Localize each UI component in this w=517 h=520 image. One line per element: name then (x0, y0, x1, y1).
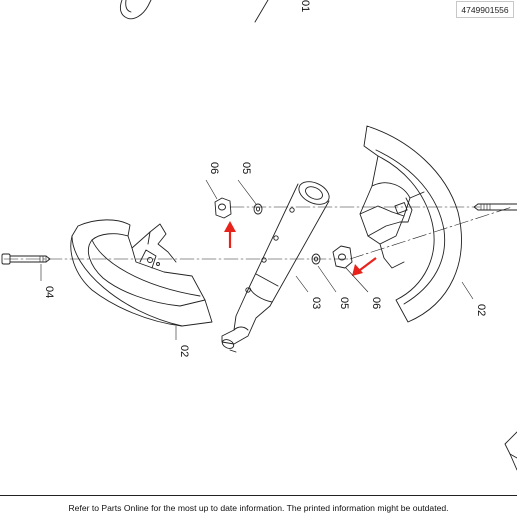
washer-bottom (311, 253, 321, 265)
washer-top (253, 203, 263, 215)
callout-01: 01 (299, 0, 311, 12)
indicator-arrows (224, 221, 377, 276)
arrow-up-left-icon (352, 257, 377, 276)
callout-04-left: 04 (43, 286, 55, 298)
nut-top (214, 197, 232, 219)
half-housing-left (70, 219, 213, 327)
arrow-up-icon (224, 221, 236, 248)
callout-02-right: 02 (475, 304, 487, 316)
callout-03: 03 (310, 297, 322, 309)
callout-06-top: 06 (208, 162, 220, 174)
part-fragment-bottom-right (504, 431, 517, 471)
bolt-left (1, 253, 51, 265)
callout-05-bottom: 05 (338, 297, 350, 309)
part-fragment-top (119, 0, 269, 23)
half-housing-right (359, 125, 462, 323)
bolt-right (473, 203, 517, 211)
callout-06-bottom: 06 (370, 297, 382, 309)
callout-05-top: 05 (240, 162, 252, 174)
footer-divider (0, 495, 517, 496)
footer-notice: Refer to Parts Online for the most up to… (68, 503, 449, 513)
document-id-label: 4749901556 (456, 1, 514, 18)
callout-leaders (40, 179, 474, 340)
center-lines (3, 206, 513, 260)
shaft (221, 181, 330, 353)
callout-04-right: 04 (514, 234, 517, 246)
nut-bottom (332, 245, 353, 269)
callout-02-left: 02 (178, 345, 190, 357)
